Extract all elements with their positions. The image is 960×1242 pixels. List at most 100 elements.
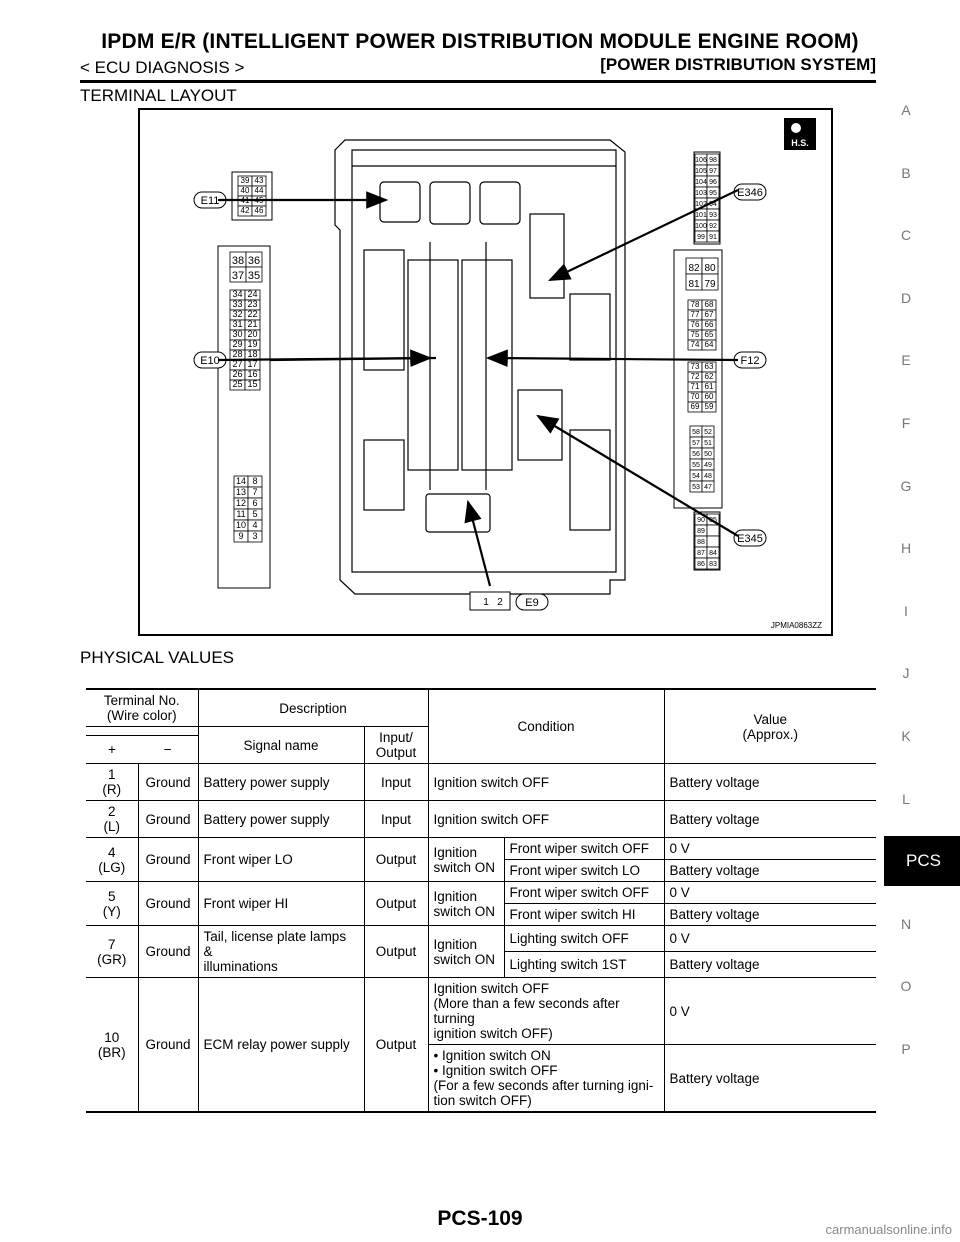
io-type: Output [363, 977, 428, 1113]
pin-number: 83 [709, 561, 717, 568]
header-condition: Condition [427, 688, 664, 764]
terminal-plus: 10 (BR) [86, 977, 138, 1113]
pin-number: 99 [697, 234, 705, 241]
condition-main: Ignition switch ON [427, 837, 504, 882]
pin-number: 4 [252, 520, 257, 530]
signal-name: Battery power supply [197, 800, 364, 838]
pin-number: 101 [695, 212, 707, 219]
condition: Front wiper switch OFF [503, 881, 664, 904]
figure-code: JPMIA0863ZZ [771, 621, 822, 630]
pin-number: 72 [691, 372, 700, 381]
header-spacer [86, 726, 198, 736]
pin-cell [706, 557, 720, 570]
pin-number: 51 [704, 440, 712, 447]
pin-cell [701, 273, 719, 291]
pin-number: 55 [692, 462, 700, 469]
section-tab-pcs[interactable]: PCS [884, 836, 960, 887]
section-index-letter[interactable]: O [900, 978, 912, 995]
pin-number: 6 [252, 498, 257, 508]
pin-number: 11 [236, 509, 245, 519]
pin-number: 16 [247, 369, 257, 379]
section-index-letter[interactable]: N [900, 915, 912, 932]
section-index-letter[interactable]: E [901, 352, 911, 369]
section-index-letter[interactable]: G [900, 477, 912, 494]
terminal-minus: Ground [137, 800, 198, 838]
pin-number: 70 [691, 392, 700, 401]
pin-number: 66 [705, 320, 714, 329]
pin-number: 52 [704, 429, 712, 436]
pin-number: 26 [232, 369, 242, 379]
pin-number: 56 [692, 451, 700, 458]
module-housing [334, 139, 626, 595]
section-index-letter[interactable]: J [902, 665, 910, 682]
pin-number: 23 [247, 299, 257, 309]
section-index-letter[interactable]: L [902, 790, 910, 807]
pin-number: 32 [232, 309, 242, 319]
pin-number: 69 [691, 402, 700, 411]
section-index-letter[interactable]: C [900, 227, 912, 244]
pin-number: 30 [232, 329, 242, 339]
value: Battery voltage [663, 800, 876, 838]
pin-number: 104 [695, 179, 707, 186]
signal-name: ECM relay power supply [197, 977, 364, 1113]
pin-number: 94 [709, 201, 717, 208]
section-index-letter[interactable]: K [901, 728, 911, 744]
terminal-plus: 5 (Y) [86, 881, 138, 926]
terminal-minus: Ground [137, 763, 198, 801]
pin-number: 61 [705, 382, 714, 391]
pin-number: 24 [247, 289, 257, 299]
pin-number: 60 [705, 392, 714, 401]
header-terminal: Terminal No. (Wire color) [86, 688, 198, 727]
header-minus: − [138, 734, 198, 764]
pin-number: 57 [692, 440, 700, 447]
section-index-letter[interactable]: F [901, 415, 911, 431]
condition: Lighting switch 1ST [503, 951, 664, 978]
connector-label: E345 [737, 533, 763, 545]
pin-number: 90 [697, 517, 705, 524]
condition-main: Ignition switch ON [427, 925, 504, 978]
pin-number: 64 [705, 340, 714, 349]
pin-number: 39 [241, 176, 250, 185]
connector-label-oval [515, 593, 549, 611]
pin-number: 92 [709, 223, 717, 230]
pin-number: 27 [232, 359, 242, 369]
pin-number: 98 [709, 157, 717, 164]
signal-name: Front wiper LO [197, 837, 364, 882]
pin-number: 84 [709, 550, 717, 557]
header-value: Value (Approx.) [663, 688, 876, 764]
section-index-letter[interactable]: I [904, 602, 908, 619]
io-type: Output [363, 837, 428, 882]
condition-main: Ignition switch ON [427, 881, 504, 926]
condition: Front wiper switch LO [503, 859, 664, 882]
pin-number: 68 [705, 300, 714, 309]
pin-number: 7 [252, 487, 257, 497]
section-index-letter[interactable]: P [901, 1041, 911, 1057]
terminal-minus: Ground [137, 977, 198, 1113]
pin-number: 48 [704, 473, 712, 480]
pin-number: 21 [247, 319, 257, 329]
section-index-letter[interactable]: A [901, 102, 911, 118]
pin-number: 13 [236, 487, 246, 497]
header-signal-name: Signal name [197, 726, 364, 764]
value: Battery voltage [663, 1044, 876, 1113]
section-index-letter[interactable]: D [900, 289, 912, 306]
pin-number: 79 [704, 279, 716, 290]
pin-number: 20 [247, 329, 257, 339]
pin-number: 78 [691, 300, 700, 309]
pin-number: 59 [705, 402, 714, 411]
condition: Ignition switch OFF [427, 763, 664, 801]
pin-number: 76 [691, 320, 700, 329]
section-index-letter[interactable]: B [901, 164, 911, 181]
section-index-letter[interactable]: H [900, 540, 912, 557]
connector-label-oval [733, 529, 767, 547]
pin-number: 42 [241, 206, 250, 215]
